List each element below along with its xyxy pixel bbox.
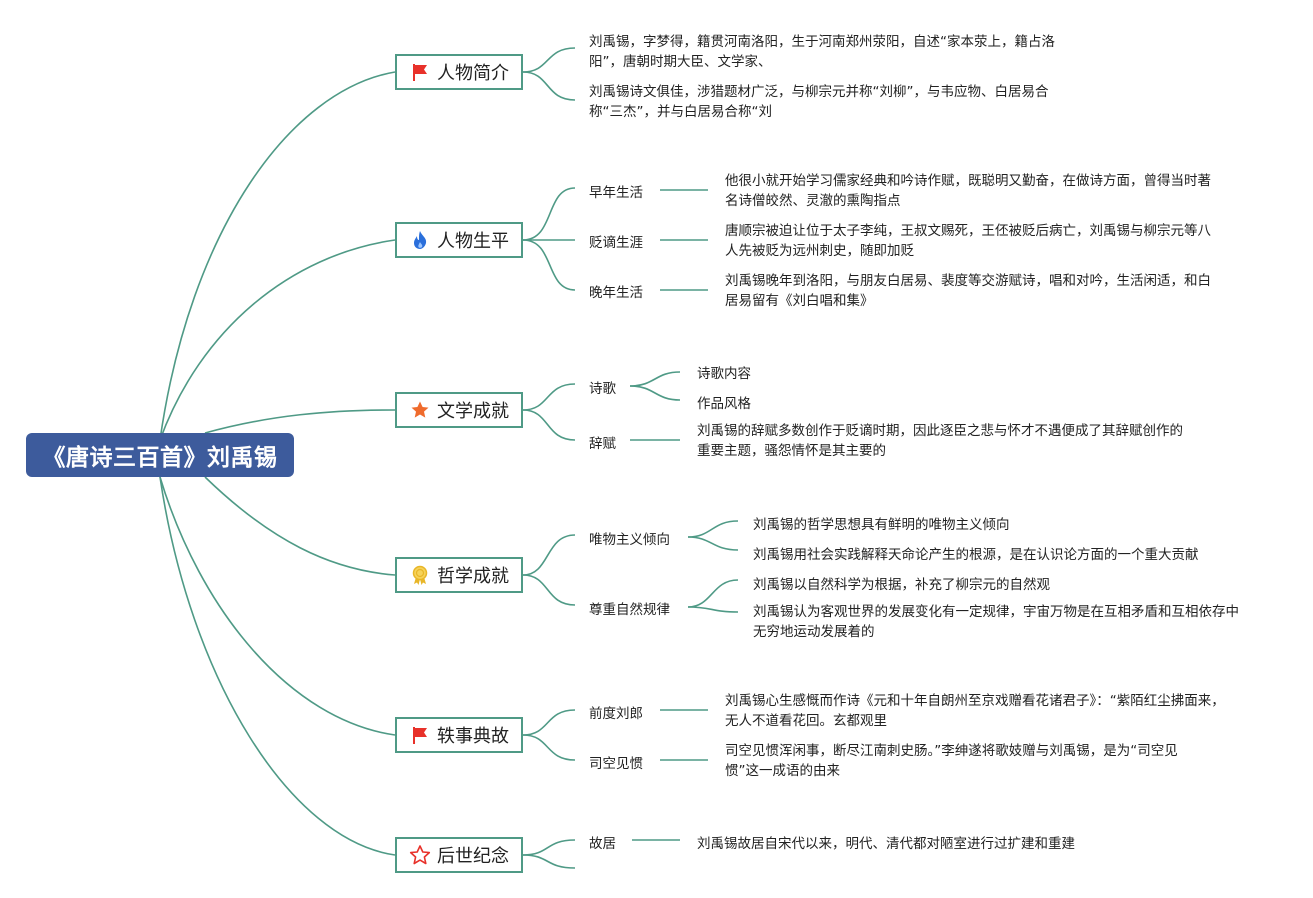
fire-icon — [409, 229, 431, 251]
root-link-4 — [204, 476, 396, 576]
desc-materialism-1: 刘禹锡的哲学思想具有鲜明的唯物主义倾向 — [753, 517, 1010, 533]
sub-early-life[interactable]: 早年生活 — [589, 185, 643, 201]
desc-profile-1: 刘禹锡，字梦得，籍贯河南洛阳，生于河南郑州荥阳，自述“家本荥上，籍占洛阳”，唐朝… — [589, 34, 1055, 70]
branch-label: 轶事典故 — [437, 726, 509, 747]
root-node[interactable]: 《唐诗三百首》刘禹锡 — [26, 433, 294, 477]
branch-label: 哲学成就 — [437, 566, 509, 587]
desc-fu: 刘禹锡的辞赋多数创作于贬谪时期，因此逐臣之悲与怀才不遇便成了其辞赋创作的重要主题… — [697, 423, 1183, 459]
root-link-5 — [159, 476, 396, 736]
sub-fu[interactable]: 辞赋 — [589, 436, 616, 452]
root-title: 《唐诗三百首》刘禹锡 — [42, 445, 278, 471]
sub-materialism[interactable]: 唯物主义倾向 — [589, 532, 670, 548]
sub-poetry-content[interactable]: 诗歌内容 — [697, 366, 751, 382]
desc-natural-law-1: 刘禹锡以自然科学为根据，补充了柳宗元的自然观 — [753, 577, 1050, 593]
root-link-1 — [159, 71, 396, 441]
branch-profile[interactable]: 人物简介 — [395, 54, 523, 90]
branch-literature[interactable]: 文学成就 — [395, 392, 523, 428]
sub-exile[interactable]: 贬谪生涯 — [589, 235, 643, 251]
desc-former-residence: 刘禹锡故居自宋代以来，明代、清代都对陋室进行过扩建和重建 — [697, 836, 1075, 852]
desc-late-life: 刘禹锡晚年到洛阳，与朋友白居易、裴度等交游赋诗，唱和对吟，生活闲适，和白居易留有… — [725, 273, 1211, 309]
desc-qiandu-liulang: 刘禹锡心生感慨而作诗《元和十年自朗州至京戏赠看花诸君子》：“紫陌红尘拂面来，无人… — [725, 693, 1225, 729]
branch-label: 人物简介 — [437, 63, 509, 84]
sub-poetry[interactable]: 诗歌 — [589, 381, 616, 397]
branch-life[interactable]: 人物生平 — [395, 222, 523, 258]
sub-sikong-jianguan[interactable]: 司空见惯 — [589, 756, 643, 772]
sub-poetry-style[interactable]: 作品风格 — [697, 396, 751, 412]
branch-philosophy[interactable]: 哲学成就 — [395, 557, 523, 593]
branch-anecdotes[interactable]: 轶事典故 — [395, 717, 523, 753]
desc-exile: 唐顺宗被迫让位于太子李纯，王叔文赐死，王伾被贬后病亡，刘禹锡与柳宗元等八人先被贬… — [725, 223, 1211, 259]
medal-icon — [409, 564, 431, 586]
desc-natural-law-2: 刘禹锡认为客观世界的发展变化有一定规律，宇宙万物是在互相矛盾和互相依存中无穷地运… — [753, 604, 1239, 640]
sub-late-life[interactable]: 晚年生活 — [589, 285, 643, 301]
star-outline-icon — [409, 844, 431, 866]
star-icon — [409, 399, 431, 421]
branch-memorial[interactable]: 后世纪念 — [395, 837, 523, 873]
desc-profile-2: 刘禹锡诗文俱佳，涉猎题材广泛，与柳宗元并称“刘柳”，与韦应物、白居易合称“三杰”… — [589, 84, 1049, 120]
sub-qiandu-liulang[interactable]: 前度刘郎 — [589, 706, 643, 722]
root-link-2 — [159, 239, 396, 441]
branch-label: 后世纪念 — [437, 846, 509, 867]
desc-sikong-jianguan: 司空见惯浑闲事，断尽江南刺史肠。”李绅遂将歌妓赠与刘禹锡，是为“司空见惯”这一成… — [725, 743, 1178, 779]
root-link-3 — [204, 409, 396, 434]
branch-label: 人物生平 — [437, 231, 509, 252]
desc-materialism-2: 刘禹锡用社会实践解释天命论产生的根源，是在认识论方面的一个重大贡献 — [753, 547, 1199, 563]
sub-natural-law[interactable]: 尊重自然规律 — [589, 602, 670, 618]
flag-icon — [409, 61, 431, 83]
root-link-6 — [159, 476, 396, 856]
sub-former-residence[interactable]: 故居 — [589, 836, 616, 852]
branch-label: 文学成就 — [437, 401, 509, 422]
desc-early-life: 他很小就开始学习儒家经典和吟诗作赋，既聪明又勤奋，在做诗方面，曾得当时著名诗僧皎… — [725, 173, 1211, 209]
flag-icon — [409, 724, 431, 746]
